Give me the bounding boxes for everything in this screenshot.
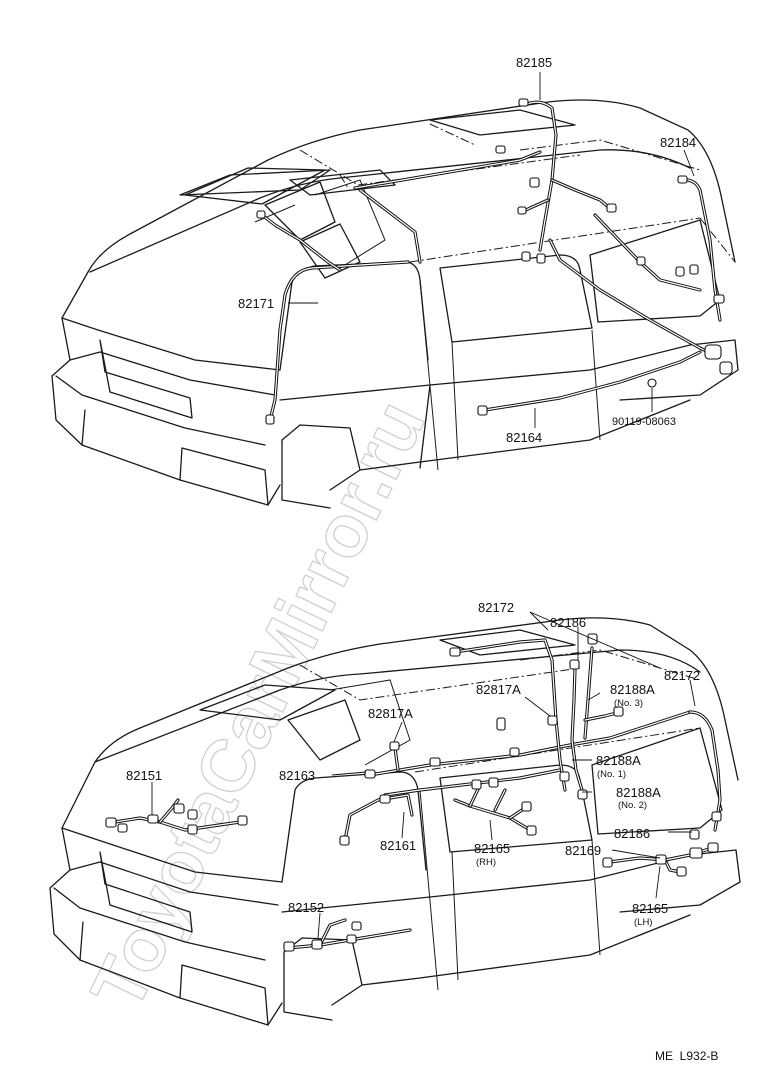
part-label-90119-08063: 90119-08063	[612, 416, 676, 428]
part-note-no1: (No. 1)	[597, 769, 626, 780]
part-label-82164: 82164	[506, 430, 542, 445]
part-label-82188a-no1: 82188A	[596, 753, 641, 768]
part-label-82184: 82184	[660, 135, 696, 150]
part-label-82172-roof: 82172	[478, 600, 514, 615]
part-label-82817a-front: 82817A	[368, 706, 413, 721]
part-label-82169: 82169	[565, 843, 601, 858]
part-label-82188a-no2: 82188A	[616, 785, 661, 800]
part-label-82172-rear: 82172	[664, 668, 700, 683]
part-note-lh: (LH)	[634, 917, 652, 928]
part-label-82171: 82171	[238, 296, 274, 311]
part-label-82186-rear: 82186	[614, 826, 650, 841]
part-note-no2: (No. 2)	[618, 800, 647, 811]
part-label-82186-top: 82186	[550, 615, 586, 630]
part-label-82161: 82161	[380, 838, 416, 853]
part-label-82165-rh: 82165	[474, 841, 510, 856]
van-top-wiring	[256, 98, 733, 425]
part-label-82185: 82185	[516, 55, 552, 70]
part-label-82188a-no3: 82188A	[610, 682, 655, 697]
top-leaders	[288, 72, 695, 428]
part-note-no3: (No. 3)	[614, 698, 643, 709]
part-note-rh: (RH)	[476, 857, 496, 868]
part-label-82151: 82151	[126, 768, 162, 783]
figure-code: ME L932-B	[655, 1049, 718, 1063]
part-label-82152: 82152	[288, 900, 324, 915]
part-label-82817a-center: 82817A	[476, 682, 521, 697]
part-label-82163: 82163	[279, 768, 315, 783]
bottom-leaders	[151, 611, 696, 939]
part-label-82165-lh: 82165	[632, 901, 668, 916]
van-bottom-wiring	[105, 633, 722, 952]
